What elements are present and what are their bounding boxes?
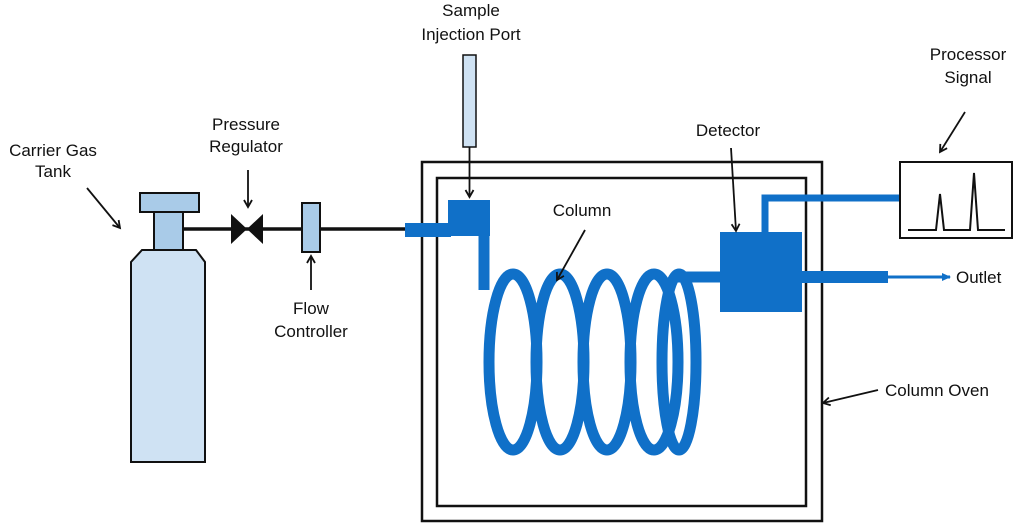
label-processor-line2: Signal	[944, 68, 991, 87]
label-carrier-gas-line1: Carrier Gas	[9, 141, 97, 160]
detector	[720, 232, 802, 312]
label-sample-line1: Sample	[442, 1, 500, 20]
label-flow-line2: Controller	[274, 322, 348, 341]
pressure-regulator-valve	[231, 214, 263, 244]
label-column: Column	[553, 201, 612, 220]
label-arrows	[86, 111, 966, 407]
sample-injection-syringe	[462, 54, 477, 199]
flow-controller	[301, 202, 321, 253]
processor-signal-box	[899, 161, 1013, 239]
label-column-oven: Column Oven	[885, 381, 989, 400]
column-oven	[420, 160, 824, 523]
outlet-pipe	[800, 271, 888, 283]
carrier-gas-tank	[130, 192, 206, 463]
label-detector: Detector	[696, 121, 761, 140]
label-processor-line1: Processor	[930, 45, 1007, 64]
label-flow-line1: Flow	[293, 299, 330, 318]
label-pressure-line2: Regulator	[209, 137, 283, 156]
signal-line	[761, 194, 902, 232]
label-carrier-gas-line2: Tank	[35, 162, 71, 181]
column	[405, 200, 722, 456]
label-sample-line2: Injection Port	[421, 25, 520, 44]
label-outlet: Outlet	[956, 268, 1002, 287]
label-pressure-line1: Pressure	[212, 115, 280, 134]
